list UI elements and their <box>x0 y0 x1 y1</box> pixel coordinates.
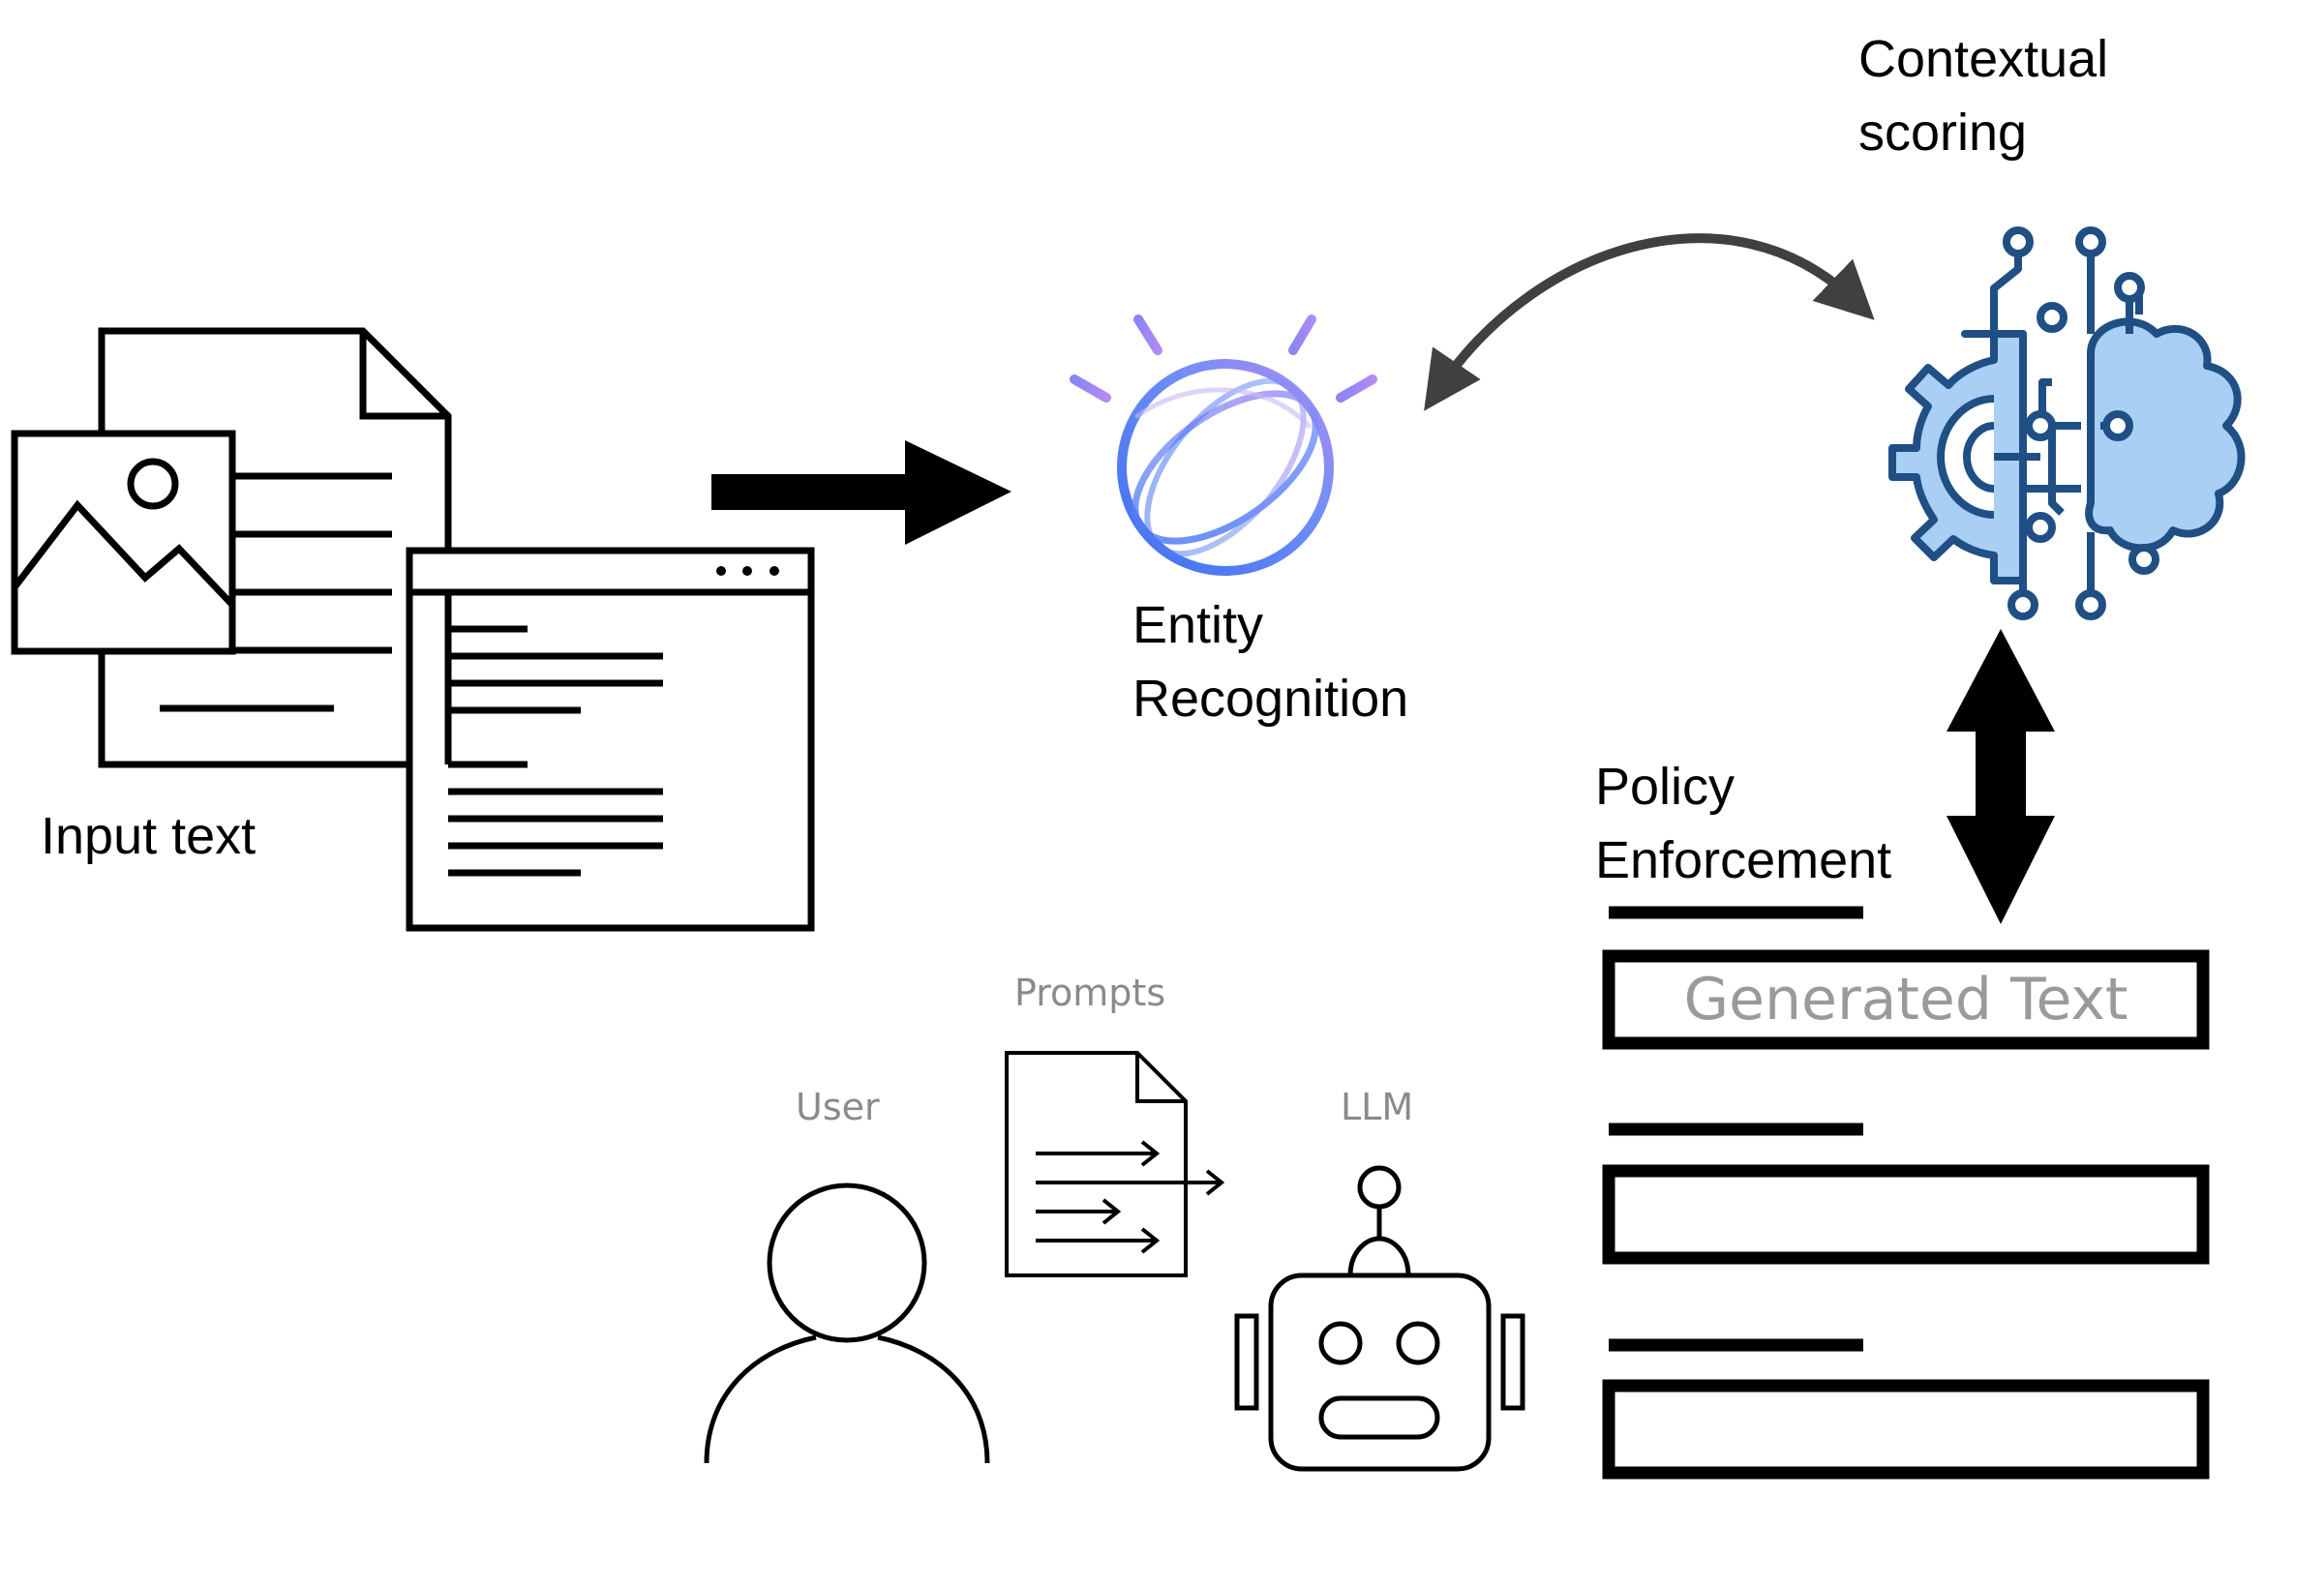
input-documents-icon <box>11 327 815 932</box>
entity-recognition-label-line-2: Recognition <box>1132 670 1409 728</box>
llm-label: LLM <box>1341 1086 1414 1128</box>
policy-enforcement-label-line-2: Enforcement <box>1595 831 1892 889</box>
flow-arrow-right-icon <box>711 440 1011 545</box>
contextual-scoring-label-line-2: scoring <box>1858 104 2028 162</box>
curved-bidirectional-arrow-icon <box>1424 233 1875 411</box>
policy-enforcement-outputs <box>1602 906 2210 1480</box>
browser-window-icon <box>406 547 815 932</box>
entity-recognition-label-line-1: Entity <box>1132 596 1264 654</box>
user-label: User <box>796 1086 880 1128</box>
contextual-scoring-label-line-1: Contextual <box>1858 30 2109 88</box>
policy-enforcement-label: Policy Enforcement <box>1595 750 1891 897</box>
input-text-label-line: Input text <box>41 807 257 865</box>
output-box-3 <box>1602 1379 2210 1480</box>
prompts-label: Prompts <box>1014 972 1166 1014</box>
prompt-document-icon <box>1005 1051 1225 1277</box>
vertical-bidirectional-arrow-icon <box>1947 629 2055 924</box>
entity-recognition-label: Entity Recognition <box>1132 588 1408 735</box>
policy-enforcement-label-line-1: Policy <box>1595 758 1735 816</box>
user-icon <box>704 1183 990 1464</box>
input-text-label: Input text <box>41 799 256 873</box>
output-box-2 <box>1602 1164 2210 1265</box>
generated-text-box <box>1602 949 2210 1050</box>
generated-text-label: Generated Text <box>1683 966 2128 1033</box>
contextual-scoring-label: Contextual scoring <box>1858 22 2108 169</box>
entity-recognition-globe-icon <box>1070 293 1377 576</box>
llm-robot-icon <box>1234 1165 1525 1472</box>
contextual-scoring-ai-brain-icon <box>1888 226 2246 620</box>
